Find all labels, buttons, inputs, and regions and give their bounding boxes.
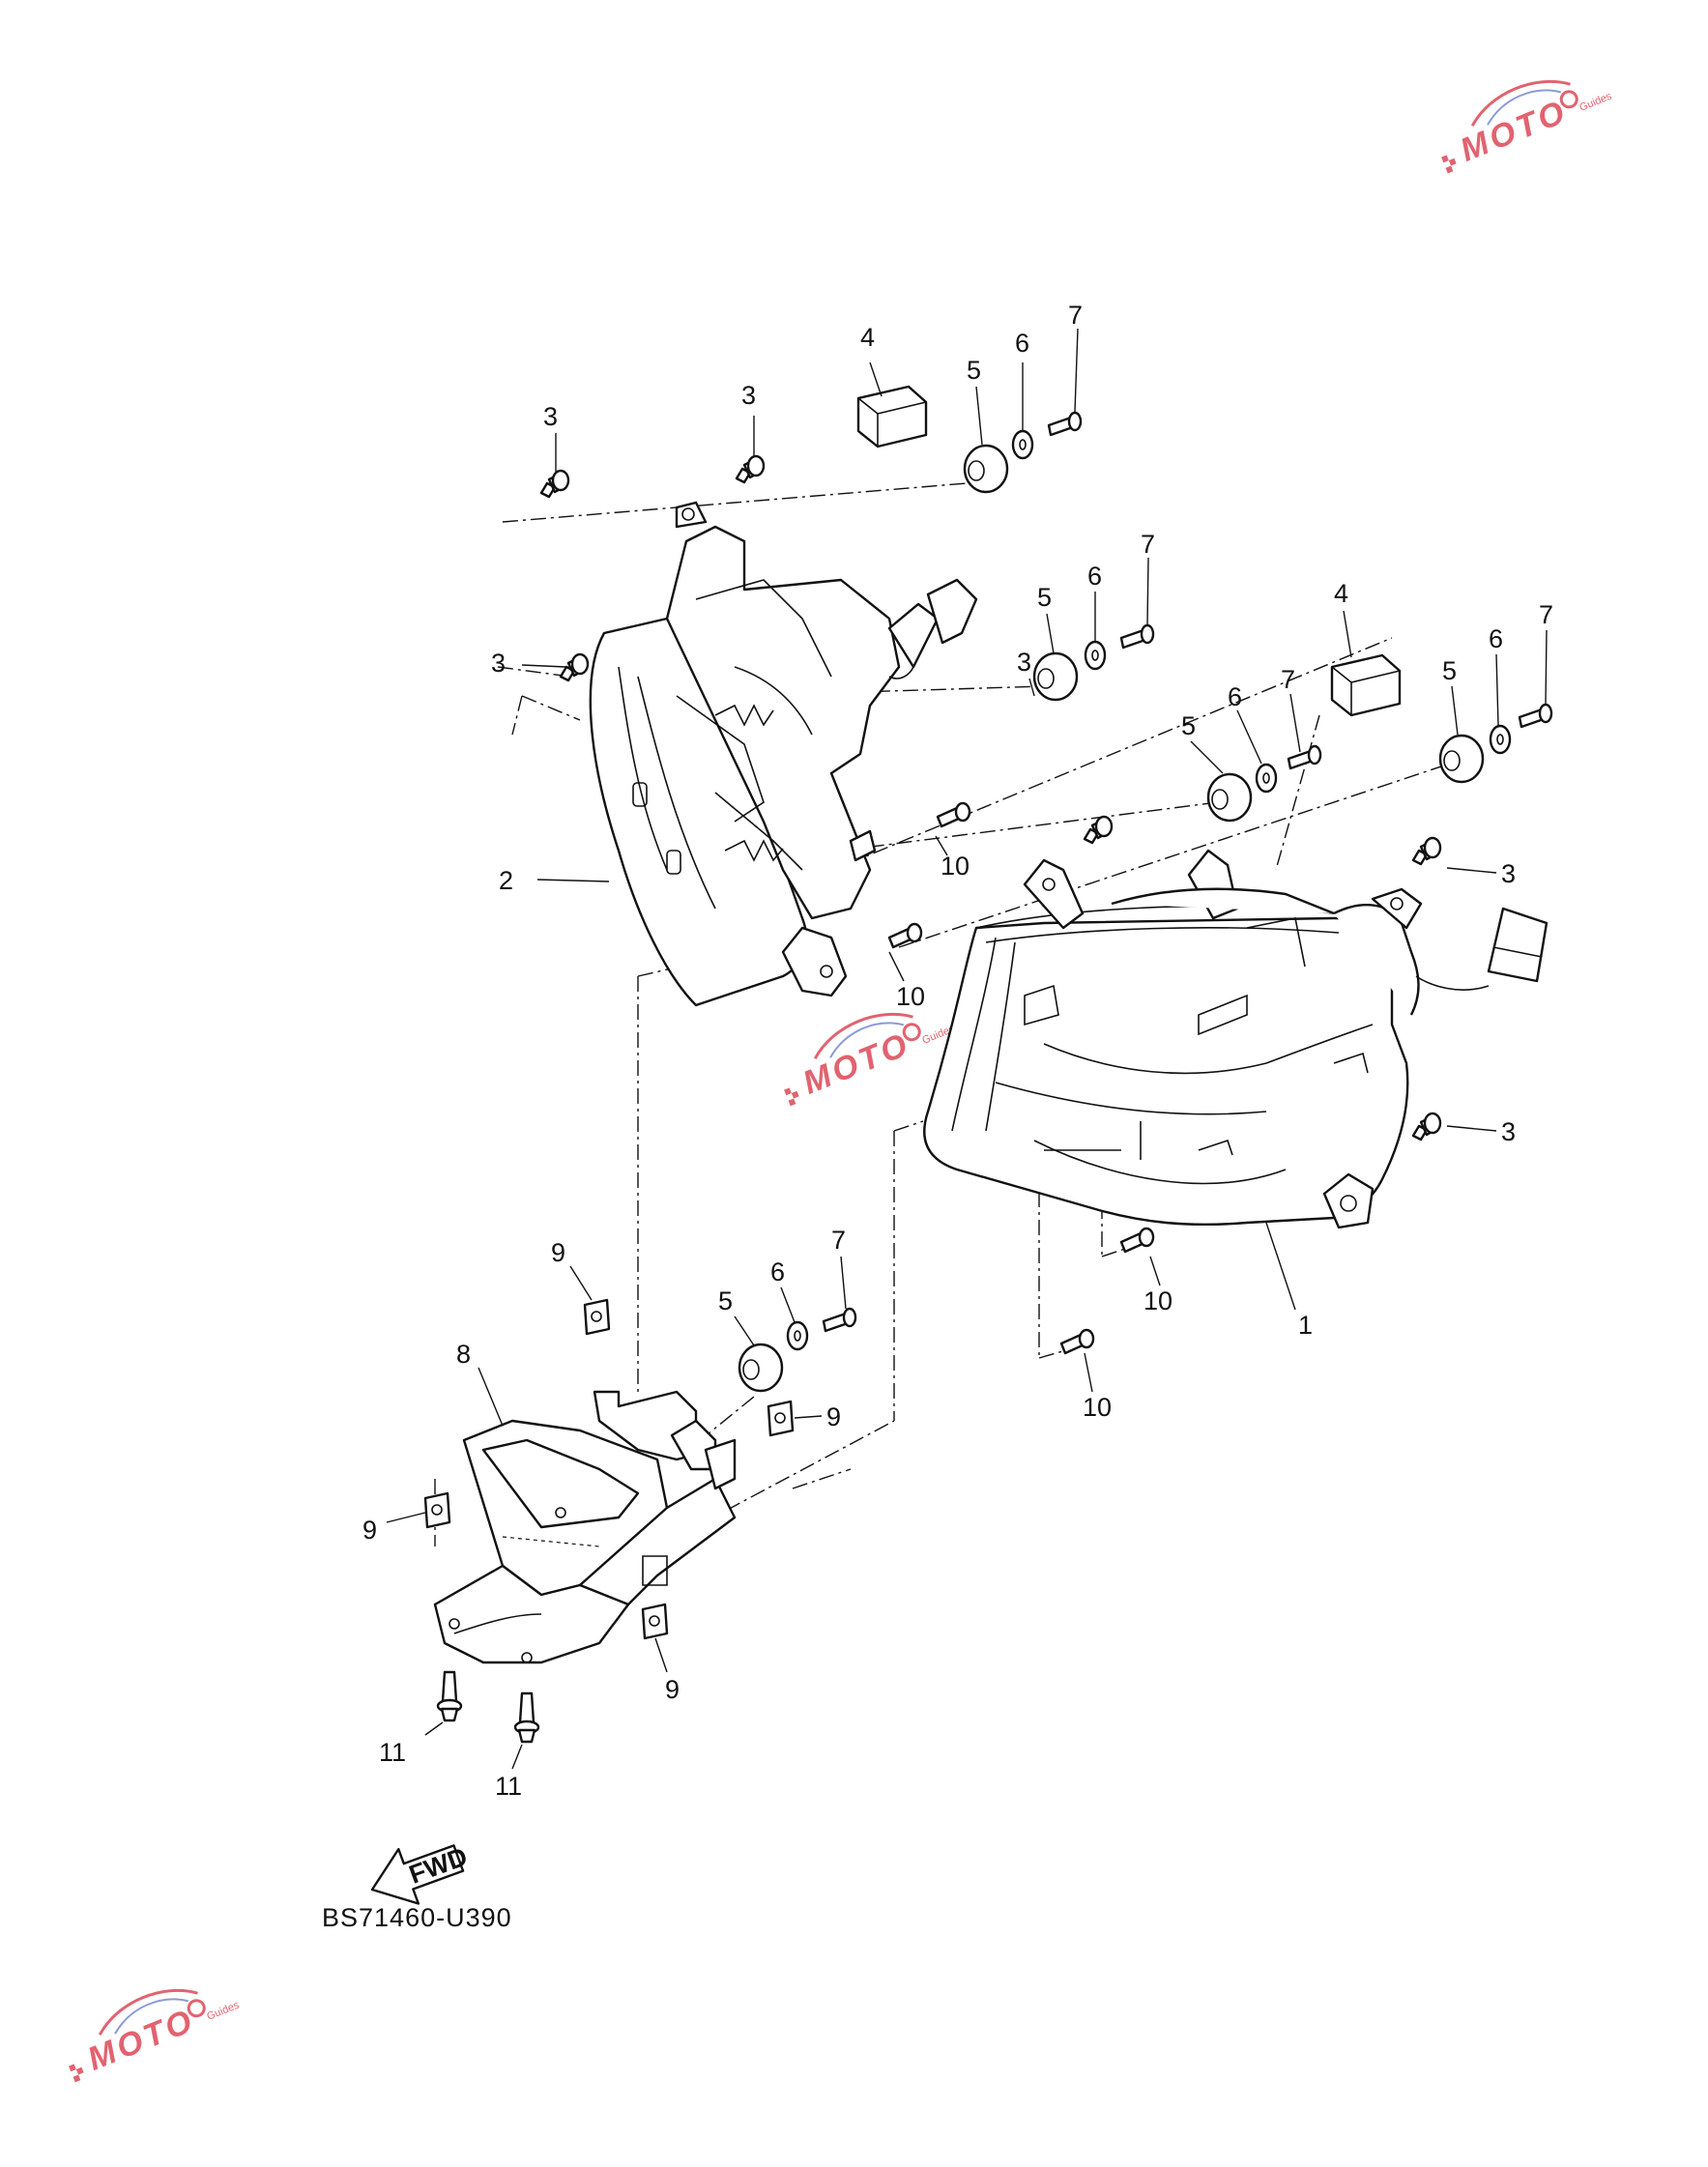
screw-7e [822, 1307, 857, 1333]
collar-b [1084, 640, 1107, 671]
svg-text:Guides: Guides [1578, 90, 1613, 113]
collar-a [1011, 429, 1034, 460]
nut-9b [767, 1400, 795, 1437]
lower-bracket [433, 1390, 737, 1664]
watermark-bottom-left: M O T O Guides [69, 1988, 242, 2083]
screw-10d [1059, 1328, 1095, 1355]
drawing-code: BS71460-U390 [322, 1903, 512, 1932]
callout-4b: 4 [1334, 579, 1348, 608]
callout-3b: 3 [741, 381, 756, 410]
callout-6b: 6 [1087, 562, 1102, 591]
screw-10a [936, 801, 971, 828]
grommet-a [963, 444, 1009, 494]
callout-10c: 10 [1143, 1286, 1172, 1315]
clip-11b [513, 1691, 540, 1744]
callout-3a: 3 [543, 402, 558, 431]
leader-lines [386, 328, 1548, 1770]
watermark-center: M O T O Guides [784, 1012, 957, 1107]
callout-5a: 5 [967, 356, 981, 385]
callout-6a: 6 [1015, 329, 1029, 358]
grommet-e [738, 1343, 784, 1393]
collar-c [1255, 763, 1278, 794]
nut-9a [583, 1298, 611, 1336]
callout-5e: 5 [718, 1286, 733, 1315]
callout-3c: 3 [491, 649, 506, 678]
callout-9b: 9 [826, 1402, 841, 1431]
bolt-3a [539, 469, 570, 499]
watermark-top-right: M O T O Guides [1441, 79, 1614, 174]
callout-10a: 10 [941, 852, 970, 881]
callout-6e: 6 [770, 1257, 785, 1286]
callout-11b: 11 [495, 1772, 522, 1801]
callout-numbers: 3 3 3 3 3 3 2 4 4 5 6 7 5 6 7 5 6 7 5 6 … [362, 301, 1553, 1801]
callout-7a: 7 [1068, 301, 1083, 330]
callout-2: 2 [499, 866, 513, 895]
screw-7d [1518, 703, 1553, 729]
rubber-pad-upper [856, 385, 928, 448]
callout-9a: 9 [551, 1238, 565, 1267]
callout-3f: 3 [1501, 1117, 1516, 1146]
callout-5c: 5 [1181, 711, 1196, 740]
grommet-d [1438, 734, 1485, 784]
bolt-3c [559, 652, 590, 682]
callout-11a: 11 [379, 1738, 406, 1767]
screw-7b [1119, 623, 1155, 650]
callout-4a: 4 [860, 323, 875, 352]
bolt-3e [1411, 836, 1442, 866]
left-headlight-housing [589, 501, 978, 1007]
bolt-3d [1083, 815, 1114, 845]
callout-7e: 7 [831, 1226, 846, 1255]
clip-11a [436, 1670, 463, 1722]
rubber-pad-right [1330, 653, 1402, 717]
screw-7a [1047, 411, 1083, 437]
callout-8: 8 [456, 1340, 471, 1369]
callout-3e: 3 [1501, 859, 1516, 888]
screw-10b [887, 922, 923, 949]
callout-7b: 7 [1141, 530, 1155, 559]
bolt-3f [1411, 1112, 1442, 1141]
bolt-3b [735, 454, 766, 484]
callout-5b: 5 [1037, 583, 1052, 612]
grommet-c [1206, 772, 1253, 823]
callout-7d: 7 [1539, 600, 1553, 629]
svg-text:Guides: Guides [205, 1999, 241, 2022]
callout-10d: 10 [1083, 1393, 1112, 1422]
callout-6d: 6 [1489, 624, 1503, 653]
grommet-b [1032, 651, 1079, 702]
callout-10b: 10 [896, 982, 925, 1011]
collar-d [1489, 724, 1512, 755]
screw-7c [1287, 744, 1322, 770]
callout-3d: 3 [1017, 648, 1031, 677]
screw-10c [1119, 1227, 1155, 1254]
right-headlight-unit [923, 849, 1549, 1229]
collar-e [786, 1320, 809, 1351]
callout-6c: 6 [1228, 682, 1242, 711]
callout-9d: 9 [665, 1675, 680, 1704]
callout-9c: 9 [362, 1516, 377, 1545]
forward-label: FWD [405, 1842, 471, 1890]
nut-9c [423, 1491, 451, 1529]
nut-9d [641, 1603, 669, 1640]
callout-7c: 7 [1281, 665, 1295, 694]
callout-5d: 5 [1442, 656, 1457, 685]
callout-1: 1 [1298, 1311, 1313, 1340]
